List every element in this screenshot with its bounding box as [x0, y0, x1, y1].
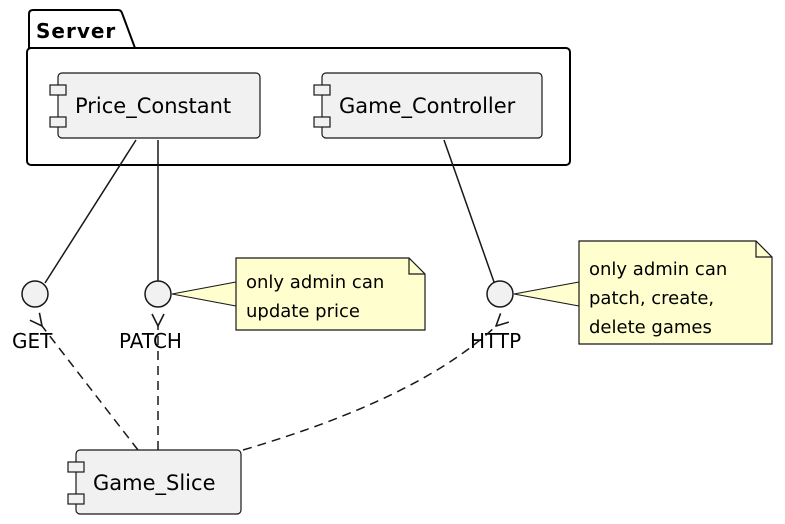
http-interface-circle [486, 280, 514, 308]
game-slice-label: Game_Slice [93, 471, 215, 496]
http-note-line-2: patch, create, [589, 288, 714, 309]
game-slice-box [75, 449, 242, 515]
http-note-connector [513, 281, 580, 307]
patch-note[interactable]: only admin can update price [235, 257, 426, 331]
price-constant-port-top [49, 84, 67, 96]
patch-note-line-2: update price [246, 301, 360, 322]
price-constant-component[interactable]: Price_Constant [49, 72, 261, 139]
http-note-body [578, 240, 773, 345]
game-slice-port-bottom [67, 493, 85, 505]
price-constant-port-bottom [49, 116, 67, 128]
patch-interface-label: PATCH [119, 329, 182, 353]
http-interface[interactable]: HTTP [470, 280, 521, 353]
patch-note-connector [171, 281, 237, 307]
game-slice-get-dependency [42, 326, 139, 451]
server-package-tab [28, 9, 136, 49]
http-note-fold [755, 241, 772, 258]
price-constant-box [57, 72, 261, 139]
price-constant-label: Price_Constant [75, 94, 231, 119]
server-package-label: Server [36, 19, 116, 43]
game-controller-port-top [313, 84, 331, 96]
game-slice-component[interactable]: Game_Slice [67, 449, 242, 515]
get-interface-circle [21, 280, 49, 308]
game-controller-port-bottom [313, 116, 331, 128]
price-constant-get-link [44, 139, 137, 284]
game-controller-box [321, 72, 543, 139]
get-interface[interactable]: GET [12, 280, 53, 353]
game-slice-port-top [67, 461, 85, 473]
game-controller-component[interactable]: Game_Controller [313, 72, 543, 139]
game-controller-http-link [443, 139, 495, 283]
game-slice-http-dependency [242, 326, 496, 451]
http-note-line-1: only admin can [589, 259, 727, 280]
patch-note-body [235, 257, 426, 331]
game-controller-label: Game_Controller [339, 94, 516, 119]
http-note[interactable]: only admin can patch, create, delete gam… [578, 240, 773, 345]
patch-note-line-1: only admin can [246, 272, 384, 293]
patch-note-fold [408, 258, 425, 275]
patch-interface[interactable]: PATCH [119, 280, 182, 353]
patch-interface-circle [144, 280, 172, 308]
get-interface-label: GET [12, 329, 53, 353]
http-note-line-3: delete games [589, 317, 712, 338]
